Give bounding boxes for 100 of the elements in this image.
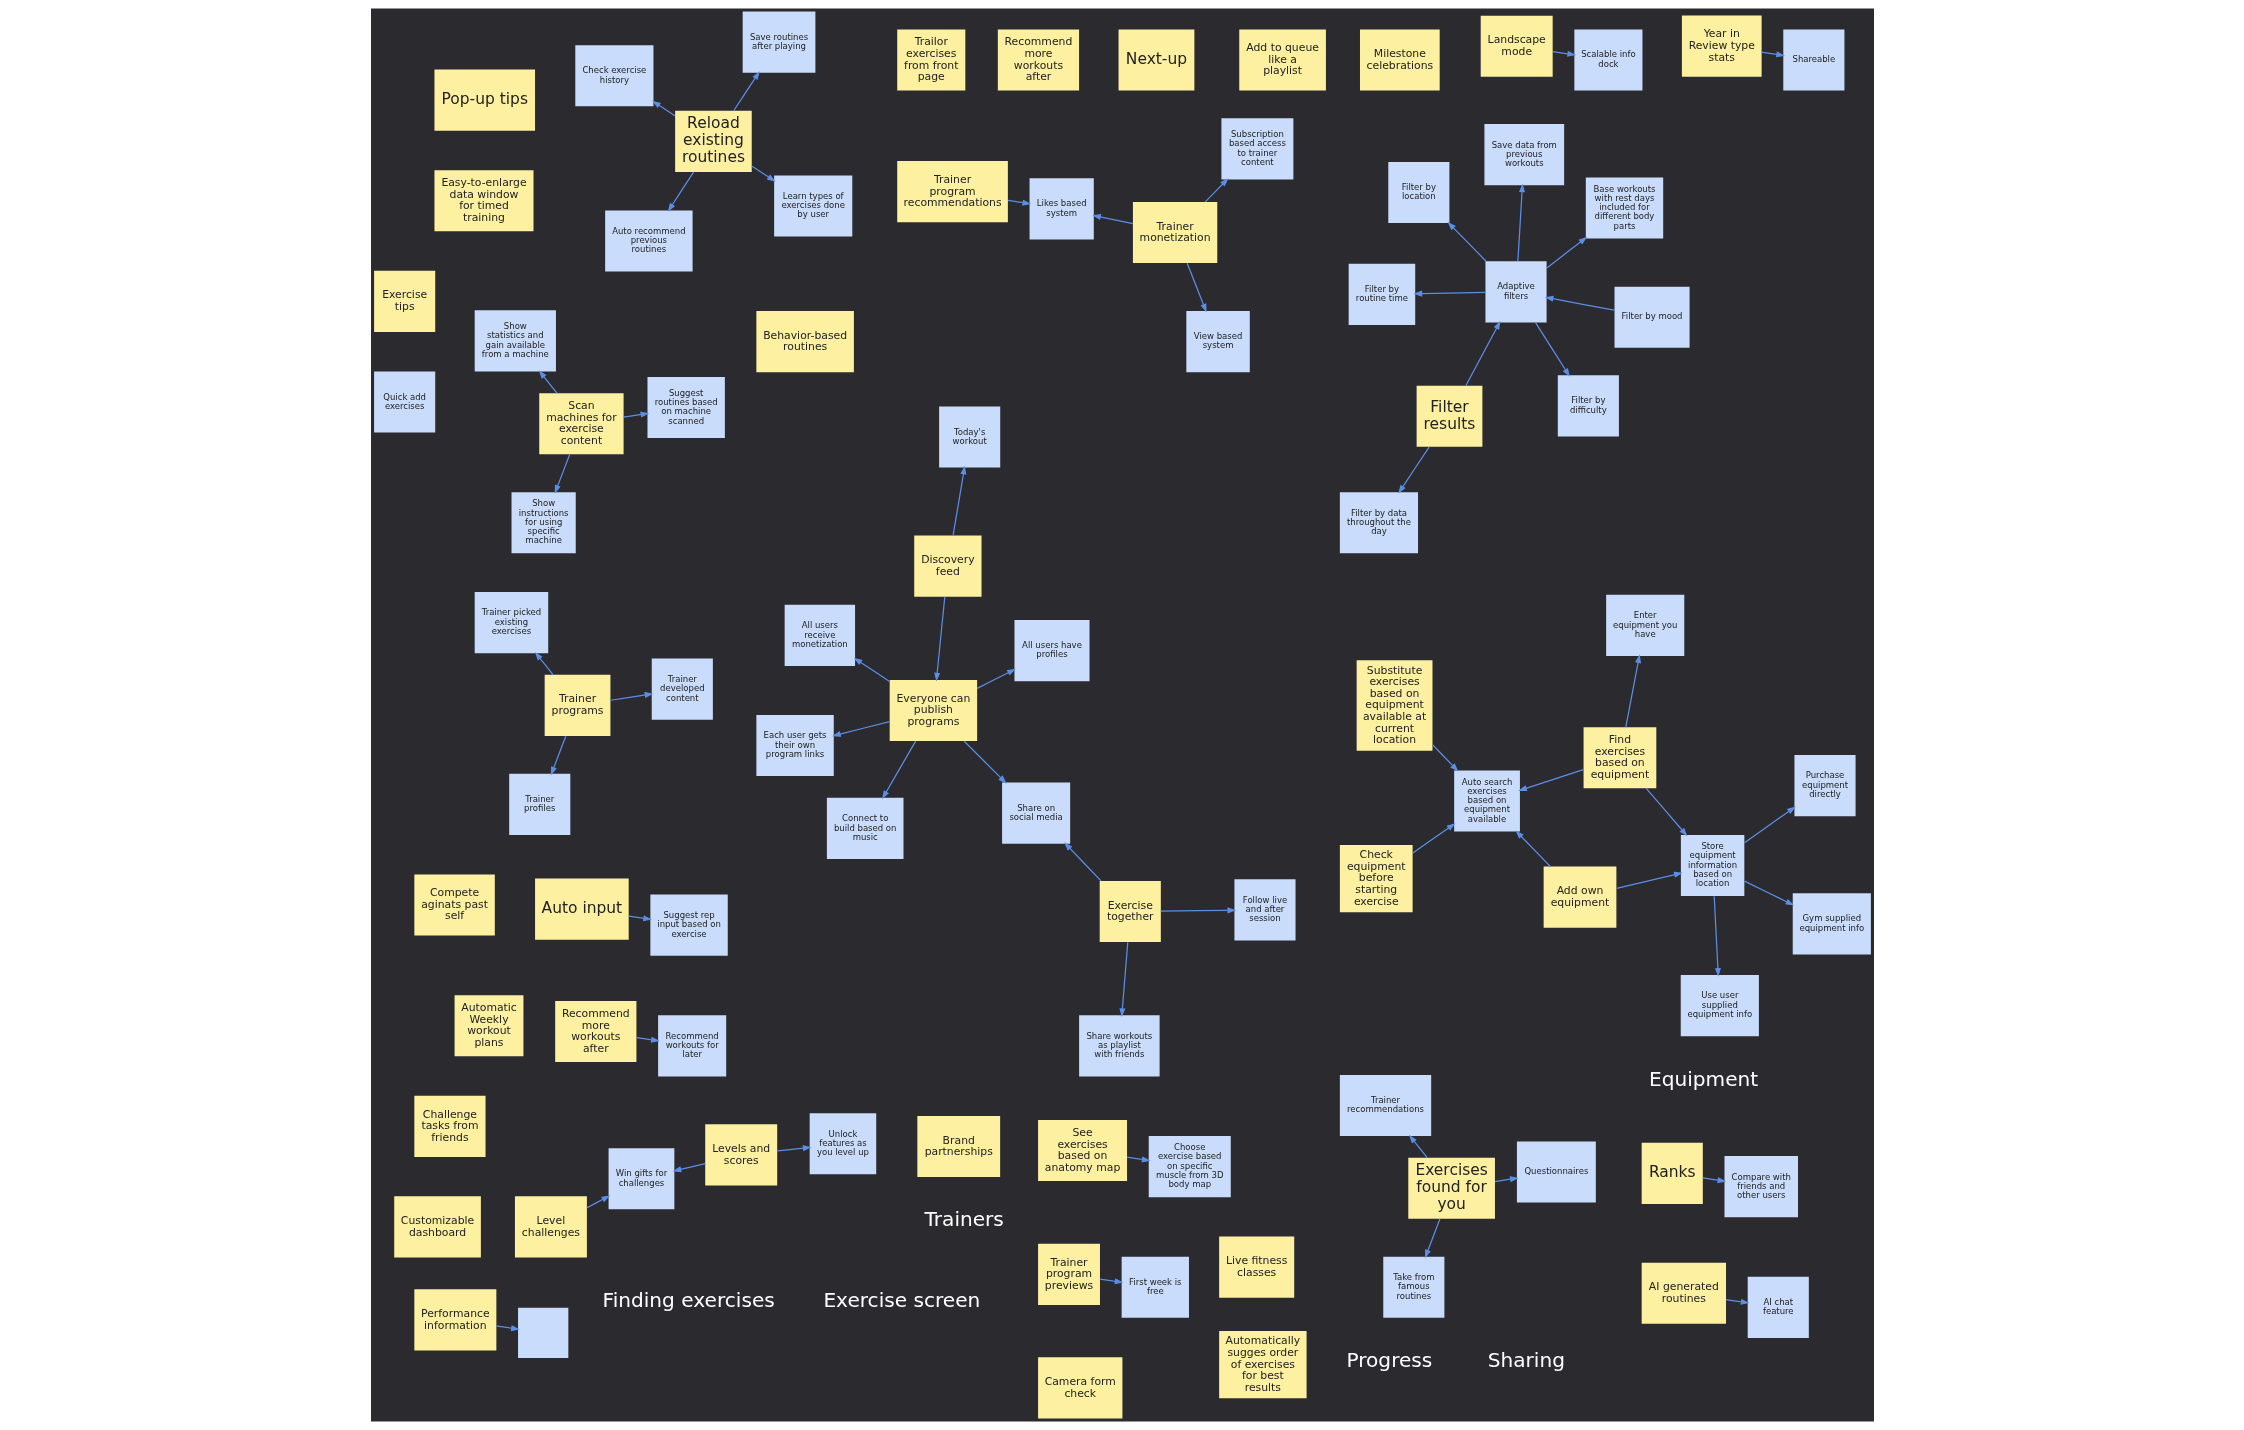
arrow xyxy=(1424,1218,1440,1259)
arrow xyxy=(1411,823,1455,854)
arrow xyxy=(1701,1177,1726,1184)
node-box: Customizable dashboard xyxy=(393,1196,481,1258)
node-box: Each user gets their own program links xyxy=(755,714,834,777)
node-box: Follow live and after session xyxy=(1233,879,1296,941)
node-box: Filter results xyxy=(1416,385,1482,447)
label: Progress xyxy=(1345,1348,1432,1373)
node-box: Auto input xyxy=(534,878,629,940)
node-box: Trainer profiles xyxy=(508,773,570,835)
arrow xyxy=(627,915,652,922)
arrow xyxy=(1408,1134,1428,1159)
node-box: Scalable info dock xyxy=(1573,29,1642,91)
arrow xyxy=(1447,221,1487,262)
node-box: Compete aginats past self xyxy=(413,874,495,936)
node-box: First week is free xyxy=(1121,1256,1189,1318)
arrow xyxy=(1413,290,1486,297)
arrow xyxy=(1645,787,1687,837)
node-box: Subscription based access to trainer content xyxy=(1220,118,1293,180)
node-box: Filter by difficulty xyxy=(1557,375,1619,437)
arrow xyxy=(495,1325,520,1332)
arrow xyxy=(550,735,566,776)
arrow xyxy=(951,465,966,537)
node-box: Share workouts as playlist with friends xyxy=(1078,1015,1160,1077)
label: Trainers xyxy=(923,1207,1004,1232)
arrow xyxy=(1544,295,1615,311)
node-box: Trailor exercises from front page xyxy=(896,29,965,91)
node-box: All users have profiles xyxy=(1013,620,1090,682)
node-box: All users receive monetization xyxy=(784,604,855,666)
node-box xyxy=(517,1307,568,1359)
arrow xyxy=(1099,1278,1123,1285)
node-box: Recommend more workouts after xyxy=(997,29,1079,91)
arrow xyxy=(963,740,1007,784)
node-box: Add to queue like a playlist xyxy=(1238,29,1326,91)
arrow xyxy=(1464,320,1501,387)
node-box: Everyone can publish programs xyxy=(889,679,977,741)
node-box: Exercises found for you xyxy=(1407,1157,1495,1219)
node-box: Add own equipment xyxy=(1543,866,1616,928)
arrow xyxy=(1743,880,1794,906)
arrow xyxy=(538,370,558,394)
node-box: Filter by routine time xyxy=(1348,263,1415,325)
node-box: Reload existing routines xyxy=(674,110,752,172)
arrow xyxy=(831,720,890,737)
node-box: Unlock features as you level up xyxy=(809,1113,876,1175)
node-box: Share on social media xyxy=(1001,782,1070,844)
node-box: Save routines after playing xyxy=(742,11,815,73)
node-box: Enter equipment you have xyxy=(1605,594,1684,656)
node-box: Easy-to-enlarge data window for timed training xyxy=(433,170,533,232)
node-box: See exercises based on anatomy map xyxy=(1037,1120,1127,1182)
node-box: Milestone celebrations xyxy=(1359,29,1440,91)
arrow xyxy=(1514,830,1551,868)
label: Equipment xyxy=(1648,1066,1758,1091)
arrow xyxy=(1517,769,1584,792)
arrow xyxy=(1063,842,1102,882)
node-box: Ranks xyxy=(1641,1142,1703,1204)
arrow xyxy=(1516,183,1525,262)
node-box: Auto recommend previous routines xyxy=(604,210,693,272)
node-box: Connect to build based on music xyxy=(826,797,903,859)
arrow xyxy=(1125,1156,1150,1163)
node-box: Levels and scores xyxy=(704,1124,777,1186)
node-box: Quick add exercises xyxy=(373,371,435,433)
arrow xyxy=(534,651,554,676)
arrow xyxy=(1615,871,1683,890)
node-box: Substitute exercises based on equipment available at current location xyxy=(1356,660,1432,751)
arrow xyxy=(609,691,653,701)
node-box: Recommend workouts for later xyxy=(657,1015,726,1077)
node-box: Trainer developed content xyxy=(651,658,713,720)
node-box: Win gifts for challenges xyxy=(608,1148,674,1210)
arrow xyxy=(750,165,776,182)
arrow xyxy=(1397,446,1430,494)
arrow xyxy=(672,1162,706,1173)
arrow xyxy=(554,453,570,494)
label: Exercise screen xyxy=(822,1287,980,1312)
arrow xyxy=(933,596,945,682)
arrow xyxy=(651,100,675,117)
node-box: Adaptive filters xyxy=(1484,261,1547,323)
node-box: Store equipment information based on location xyxy=(1680,834,1744,897)
node-box: Filter by data throughout the day xyxy=(1339,492,1418,554)
node-box: Trainer picked existing exercises xyxy=(474,592,548,654)
arrow xyxy=(1118,941,1128,1018)
node-box: Recommend more workouts after xyxy=(554,1000,636,1062)
node-box: Show instructions for using specific machine xyxy=(511,492,576,554)
node-box: Landscape mode xyxy=(1480,15,1553,77)
node-box: Trainer programs xyxy=(544,674,610,736)
label: Sharing xyxy=(1487,1348,1565,1373)
node-box: Questionnaires xyxy=(1516,1141,1596,1203)
node-box: Pop-up tips xyxy=(433,69,535,131)
arrow xyxy=(1743,806,1796,844)
node-box: Gym supplied equipment info xyxy=(1792,893,1871,955)
node-box: Auto search exercises based on equipment available xyxy=(1453,770,1520,832)
node-box: Show statistics and gain available from a machine xyxy=(474,310,556,372)
arrow xyxy=(1204,178,1229,203)
arrow xyxy=(1186,262,1207,313)
node-box: Live fitness classes xyxy=(1218,1236,1294,1298)
arrow xyxy=(732,71,760,112)
arrow xyxy=(776,1145,811,1152)
node-box: Check exercise history xyxy=(574,45,653,107)
node-box: Learn types of exercises done by user xyxy=(773,175,852,237)
arrow xyxy=(1091,213,1133,225)
arrow xyxy=(1713,895,1721,977)
